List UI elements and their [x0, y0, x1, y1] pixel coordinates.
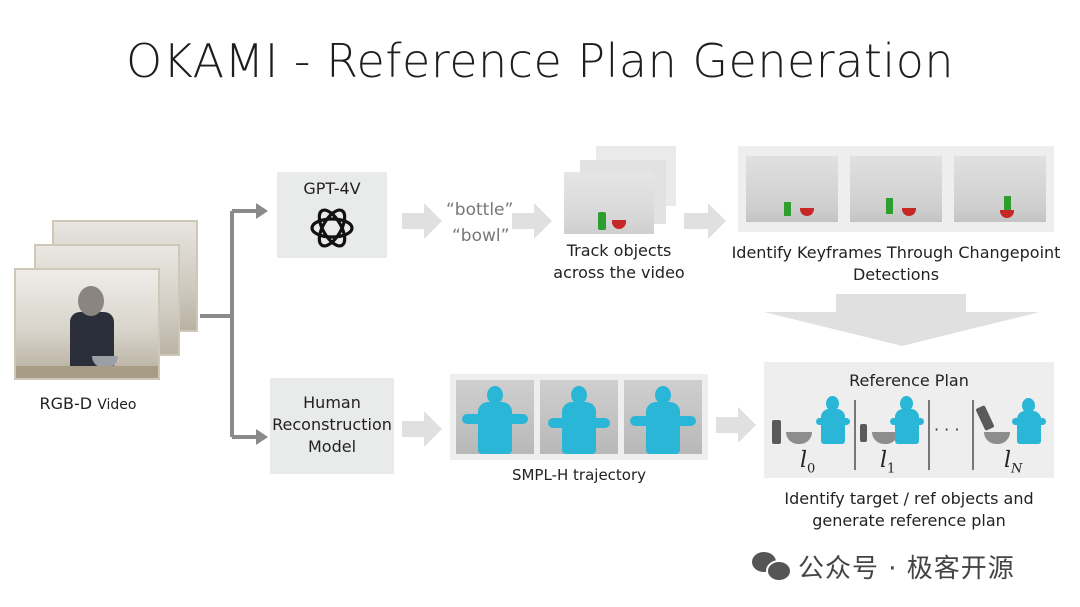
flow-arrow-human-to-smpl — [402, 411, 442, 447]
query-bottle: “bottle” — [446, 200, 514, 220]
plan-bottle-n — [975, 405, 995, 431]
human-line1: Human — [303, 393, 361, 412]
smpl-figure-body — [478, 402, 512, 454]
smpl-figure-arms — [462, 414, 528, 424]
track-objects-line2: across the video — [553, 263, 685, 282]
smpl-figure-head — [487, 386, 503, 404]
smpl-figure-head — [571, 386, 587, 404]
flow-arrow-track-to-keyframes — [684, 203, 726, 239]
table-surface — [16, 366, 158, 378]
smpl-frame-1 — [456, 380, 534, 454]
bottle-shape — [1004, 196, 1011, 212]
bowl-red-shape — [612, 220, 626, 229]
human-line3: Model — [307, 437, 357, 456]
bowl-red-shape — [800, 208, 814, 216]
watermark-text: 公众号 · 极客开源 — [798, 553, 1015, 584]
track-objects-label: Track objects across the video — [544, 240, 694, 284]
wechat-icon — [752, 550, 792, 582]
bottle-shape — [886, 198, 893, 214]
bottle-shape — [598, 212, 606, 230]
smpl-frame-3 — [624, 380, 702, 454]
track-objects-line1: Track objects — [566, 241, 672, 260]
reference-plan-line1: Identify target / ref objects and — [784, 489, 1034, 508]
plan-bottle-1 — [860, 424, 867, 442]
keyframe-1 — [746, 156, 838, 222]
watermark: 公众号 · 极客开源 — [752, 548, 1015, 584]
plan-bottle-0 — [772, 420, 781, 444]
flow-arrow-gpt-to-queries — [402, 203, 442, 239]
smpl-figure-arms — [548, 418, 610, 428]
keyframes-line1: Identify Keyframes Through Changepoint — [731, 243, 1061, 262]
smpl-frame-2 — [540, 380, 618, 454]
plan-label-ln: lN — [1004, 448, 1023, 477]
human-reconstruction-box: Human Reconstruction Model — [270, 378, 394, 474]
smpl-trajectory-panel — [450, 374, 708, 460]
branch-connector — [200, 209, 256, 439]
smpl-figure-arms — [630, 416, 696, 426]
reference-plan-caption: Identify target / ref objects and genera… — [752, 488, 1066, 532]
keyframe-2 — [850, 156, 942, 222]
branch-arrow-top — [256, 203, 268, 219]
input-video-label-a: RGB-D — [39, 394, 93, 413]
plan-bowl-1 — [872, 432, 898, 444]
keyframes-panel — [738, 146, 1054, 232]
branch-arrow-bottom — [256, 429, 268, 445]
keyframes-label: Identify Keyframes Through Changepoint D… — [730, 242, 1062, 286]
bowl-shape — [92, 356, 118, 368]
person-head — [78, 286, 104, 316]
bowl-red-shape — [1000, 210, 1014, 218]
plan-divider-1 — [854, 400, 856, 470]
flow-arrow-queries-to-track — [512, 203, 552, 239]
plan-divider-3 — [972, 400, 974, 470]
reference-plan-line2: generate reference plan — [812, 511, 1006, 530]
video-frame-front — [14, 268, 160, 380]
query-bowl: “bowl” — [452, 226, 510, 246]
input-video-label: RGB-D Video — [18, 393, 158, 416]
bottle-shape — [784, 202, 791, 216]
reference-plan-panel: Reference Plan l0 l1 · · · lN — [764, 362, 1054, 478]
keyframes-line2: Detections — [852, 265, 940, 284]
smpl-figure-head — [655, 386, 671, 404]
gpt-4v-label: GPT-4V — [303, 179, 361, 198]
bowl-red-shape — [902, 208, 916, 216]
plan-label-l0: l0 — [800, 448, 816, 477]
gpt-4v-box: GPT-4V — [277, 172, 387, 258]
keyframe-3 — [954, 156, 1046, 222]
plan-label-l1: l1 — [880, 448, 896, 477]
plan-bowl-0 — [786, 432, 812, 444]
smpl-figure-body — [562, 402, 596, 454]
plan-human-1 — [890, 396, 924, 444]
page-title: OKAMI - Reference Plan Generation — [126, 34, 954, 88]
plan-bowl-n — [984, 432, 1010, 444]
flow-arrow-keyframes-to-plan — [764, 294, 1040, 346]
human-line2: Reconstruction — [272, 415, 392, 434]
flow-arrow-smpl-to-plan — [716, 407, 756, 443]
plan-human-n — [1012, 398, 1046, 444]
openai-logo-icon — [310, 208, 354, 248]
tracking-frame-front — [564, 172, 654, 234]
plan-ellipsis: · · · — [934, 420, 960, 439]
plan-human-0 — [816, 396, 850, 444]
smpl-trajectory-label: SMPL-H trajectory — [511, 466, 647, 484]
smpl-figure-body — [646, 402, 680, 454]
reference-plan-title: Reference Plan — [849, 371, 969, 390]
input-video-label-b: Video — [97, 397, 137, 413]
plan-divider-2 — [928, 400, 930, 470]
